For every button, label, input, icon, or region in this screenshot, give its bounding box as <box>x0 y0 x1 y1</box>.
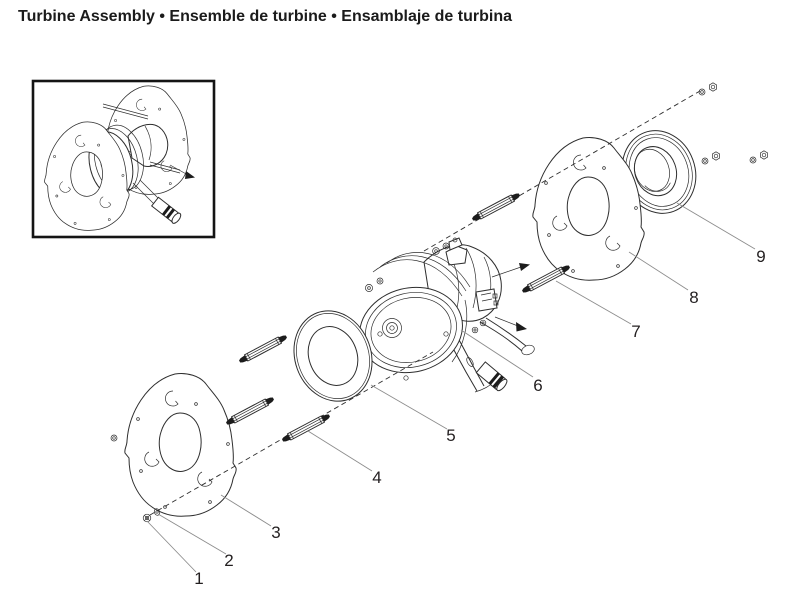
part-9-intake-ring <box>621 130 697 214</box>
leader-line-6 <box>460 329 534 378</box>
leader-line-3 <box>220 494 272 527</box>
part-5-gasket-ring <box>293 310 373 402</box>
part-label-6: 6 <box>533 376 542 395</box>
inset-cord-fitting <box>150 196 182 224</box>
leader-line-7 <box>555 280 632 325</box>
center-axis-dashed-line-rear <box>423 90 701 252</box>
part-label-5: 5 <box>446 426 455 445</box>
leader-lines <box>146 202 756 573</box>
leader-line-5 <box>370 384 448 430</box>
assembly-arrow-lower <box>494 316 527 332</box>
part-label-8: 8 <box>689 288 698 307</box>
inset-top-rod <box>102 103 149 120</box>
part-1-screw <box>142 513 152 523</box>
part-2-push-nut <box>153 508 161 516</box>
part-label-3: 3 <box>271 523 280 542</box>
inset-legs <box>132 179 162 205</box>
part-3-front-plate <box>124 372 237 517</box>
motor-hardware <box>365 242 487 334</box>
inset-side-rod <box>149 161 181 174</box>
leader-line-2 <box>157 513 227 555</box>
leader-line-4 <box>307 430 373 472</box>
inset-assembled-view <box>31 79 216 239</box>
part-label-2: 2 <box>224 551 233 570</box>
leader-line-1 <box>146 520 197 573</box>
part-labels: 1 2 3 4 5 6 7 8 9 <box>194 247 765 588</box>
leader-line-8 <box>628 251 689 291</box>
hardware-nut-pairs <box>698 82 768 165</box>
part-label-4: 4 <box>372 468 381 487</box>
page-title: Turbine Assembly • Ensemble de turbine •… <box>18 8 512 25</box>
assembly-arrow-upper <box>491 263 530 278</box>
part-label-7: 7 <box>631 322 640 341</box>
plate-nut <box>110 434 118 442</box>
part-label-1: 1 <box>194 569 203 588</box>
leader-line-9 <box>676 202 756 250</box>
part-label-9: 9 <box>756 247 765 266</box>
inset-pointer-arrow <box>169 164 195 179</box>
part-6-turbine-motor <box>359 237 535 393</box>
